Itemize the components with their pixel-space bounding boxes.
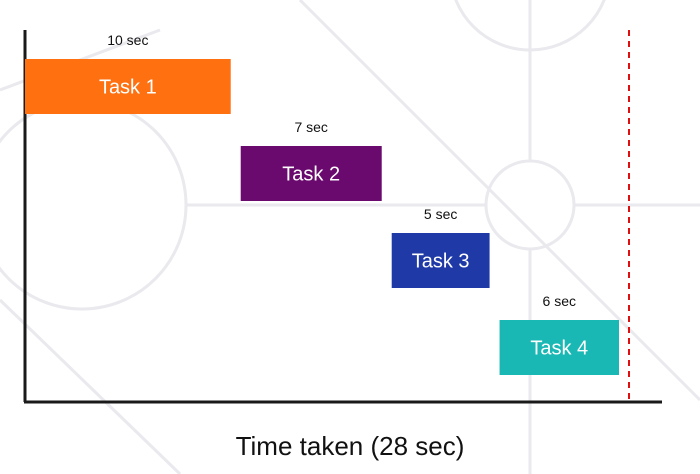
task-3-bar — [391, 233, 490, 288]
task-4-bar — [499, 320, 619, 375]
task-2-label: Task 2 — [282, 164, 340, 186]
task-1-duration-label: 10 sec — [107, 32, 148, 48]
task-4-label: Task 4 — [530, 338, 588, 360]
task-1-bar — [25, 59, 231, 114]
x-axis-label: Time taken (28 sec) — [236, 431, 465, 461]
task-2-bar — [240, 146, 382, 201]
task-3-duration-label: 5 sec — [424, 206, 457, 222]
task-3-label: Task 3 — [412, 251, 470, 273]
task-2-duration-label: 7 sec — [294, 119, 327, 135]
task-4-duration-label: 6 sec — [543, 293, 576, 309]
task-1-label: Task 1 — [99, 77, 157, 99]
